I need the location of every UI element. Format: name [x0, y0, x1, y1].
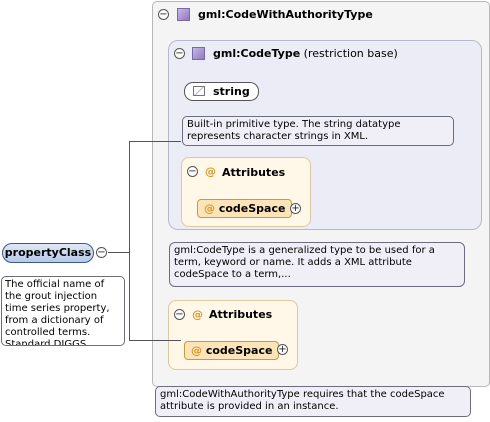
attribute-at-icon: @: [205, 165, 216, 178]
connector-line: [129, 141, 130, 341]
collapse-codewithauthority-icon[interactable]: −: [158, 9, 169, 20]
codetype-attributes-title: Attributes: [222, 166, 286, 179]
codewithauthoritytype-title: gml:CodeWithAuthorityType: [198, 8, 373, 21]
string-label: string: [213, 85, 250, 98]
collapse-propertyclass-icon[interactable]: −: [96, 247, 107, 258]
simple-type-icon: [193, 86, 205, 96]
propertyclass-annotation: The official name of the grout injection…: [1, 276, 125, 346]
codetype-title: gml:CodeType (restriction base): [213, 47, 398, 60]
expand-codewithauthority-codespace-icon[interactable]: +: [277, 344, 288, 355]
codewithauthority-attributes-title: Attributes: [209, 308, 273, 321]
codetype-codespace-label: codeSpace: [218, 202, 286, 215]
collapse-codetype-attributes-icon[interactable]: −: [187, 166, 198, 177]
connector-line: [129, 141, 181, 142]
string-primitive-note: Built-in primitive type. The string data…: [182, 116, 454, 146]
complex-type-icon: [177, 8, 190, 21]
connector-line: [108, 252, 130, 253]
attribute-at-icon: @: [191, 344, 202, 357]
attribute-at-icon: @: [204, 202, 215, 215]
codetype-annotation: gml:CodeType is a generalized type to be…: [169, 242, 465, 287]
complex-type-icon: [192, 47, 205, 60]
codetype-name: gml:CodeType: [213, 47, 301, 60]
codewithauthority-codespace-label: codeSpace: [205, 344, 273, 357]
codetype-suffix: (restriction base): [300, 47, 398, 60]
codewithauthoritytype-annotation: gml:CodeWithAuthorityType requires that …: [155, 386, 471, 417]
attribute-at-icon: @: [192, 308, 203, 321]
collapse-codetype-icon[interactable]: −: [174, 48, 185, 59]
propertyclass-element[interactable]: propertyClass: [2, 243, 94, 263]
collapse-codewithauthority-attributes-icon[interactable]: −: [174, 309, 185, 320]
codewithauthority-codespace-attribute[interactable]: @ codeSpace: [184, 341, 280, 360]
expand-codetype-codespace-icon[interactable]: +: [290, 203, 301, 214]
connector-line: [129, 340, 181, 341]
codetype-codespace-attribute[interactable]: @ codeSpace: [197, 199, 293, 218]
